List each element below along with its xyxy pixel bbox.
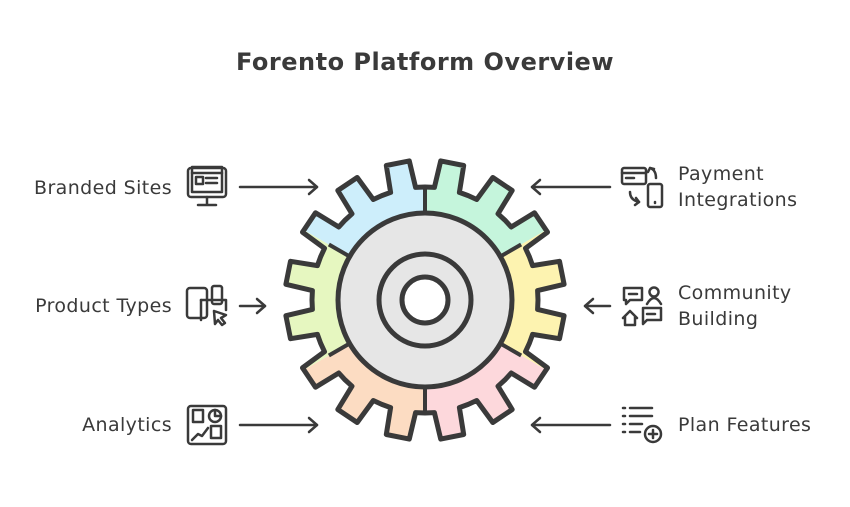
chat-user-home-icon [621,286,663,327]
arrow-plan-features [530,416,612,434]
arrow-payment [530,178,612,196]
gear-divider [499,341,523,358]
dashboard-chart-icon [186,404,228,446]
gear-divider [327,341,351,358]
label-line: Integrations [678,189,798,211]
label-payment-integrations: Payment Integrations [678,161,797,213]
arrow-branded-sites [238,178,319,196]
gear-divider [499,242,523,259]
label-product-types: Product Types [35,295,172,317]
list-add-icon [621,406,663,444]
label-line: Community [678,282,792,304]
arrow-analytics [238,416,319,434]
label-community-building: Community Building [678,280,792,332]
label-branded-sites: Branded Sites [34,177,172,199]
label-line: Payment [678,163,764,185]
gear-ring [376,251,474,349]
gear-divider [327,242,351,259]
label-analytics: Analytics [82,414,172,436]
gear-dividers [327,187,523,413]
label-plan-features: Plan Features [678,414,812,436]
arrow-product-types [238,297,267,315]
website-monitor-icon [186,165,228,207]
gear-hole [399,274,451,326]
card-phone-exchange-icon [620,166,664,209]
devices-cursor-icon [185,284,228,327]
diagram-title: Forento Platform Overview [235,48,615,76]
arrow-community [583,297,612,315]
label-line: Building [678,308,759,330]
